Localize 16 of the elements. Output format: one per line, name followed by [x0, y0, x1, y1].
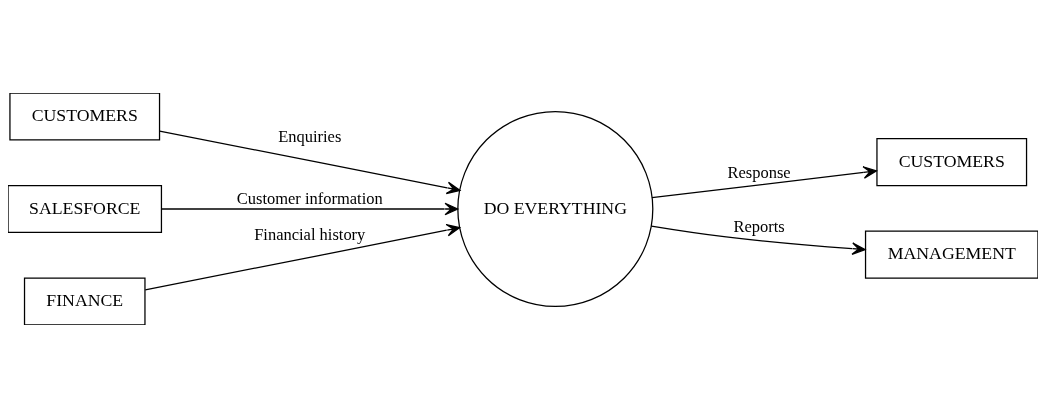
edge-label: Financial history [254, 224, 366, 244]
arrow [650, 224, 866, 255]
node-box: SALESFORCE [8, 184, 163, 233]
arrow [144, 223, 461, 290]
edge-label: Response [727, 162, 791, 182]
edge-label: Customer information [236, 188, 383, 208]
arrow [651, 165, 877, 198]
node-box: CUSTOMERS [876, 137, 1028, 186]
node-box: MANAGEMENT [864, 230, 1038, 279]
node-box: CUSTOMERS [9, 92, 161, 141]
arrow [161, 202, 459, 215]
node-circle: DO EVERYTHING [457, 110, 654, 307]
arrow [159, 129, 461, 194]
edge-label: Enquiries [278, 126, 342, 146]
node-box: FINANCE [23, 276, 146, 325]
edge-label: Reports [733, 216, 785, 236]
